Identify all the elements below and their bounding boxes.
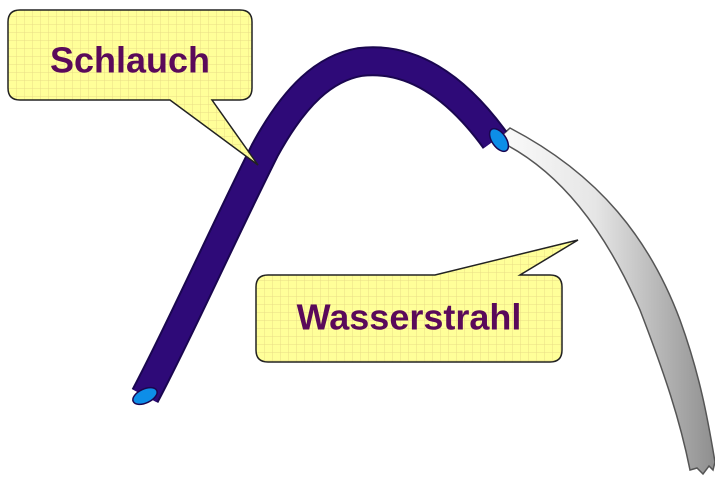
jet-label: Wasserstrahl: [297, 297, 522, 338]
hose-end-bottom: [132, 386, 158, 406]
callout-jet: Wasserstrahl: [255, 239, 579, 363]
hose: [131, 46, 510, 406]
callout-hose: Schlauch: [7, 9, 259, 166]
hose-label: Schlauch: [50, 40, 210, 81]
water-jet: [495, 127, 715, 476]
hose-end-top: [488, 127, 510, 153]
